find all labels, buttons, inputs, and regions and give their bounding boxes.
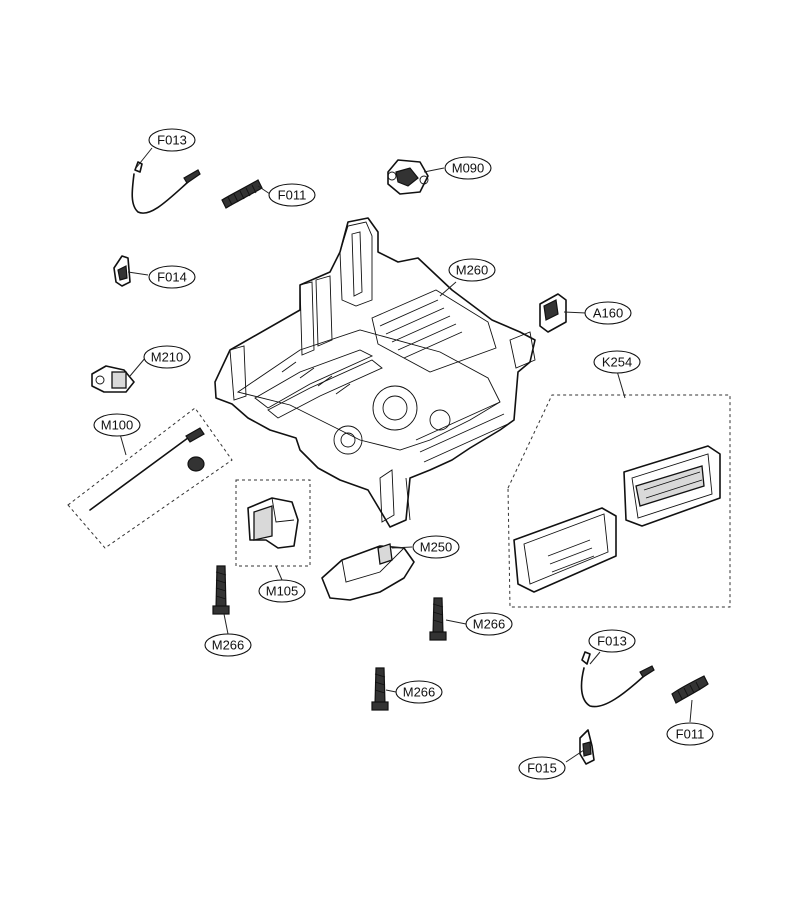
- callout-label-f014: F014: [157, 270, 187, 285]
- clip-part: [113, 255, 131, 287]
- callout-label-m105: M105: [266, 584, 299, 599]
- valve-cap-part: [387, 159, 429, 195]
- callout-f011-bottom: F011: [666, 722, 714, 746]
- bracket-part: [235, 479, 311, 567]
- callout-m266-mid: M266: [465, 612, 513, 636]
- rod-assembly-part: [67, 407, 233, 549]
- callout-label-f013-bottom: F013: [597, 634, 627, 649]
- screw-part-low: [371, 667, 389, 711]
- callout-m260: M260: [448, 258, 496, 282]
- callout-f014: F014: [148, 265, 196, 289]
- callout-f013-top: F013: [148, 128, 196, 152]
- callout-m090: M090: [444, 156, 492, 180]
- callout-label-m266-mid: M266: [473, 617, 506, 632]
- callout-m266-low: M266: [395, 680, 443, 704]
- spring-part-top: [221, 179, 263, 209]
- callout-m210: M210: [143, 345, 191, 369]
- callout-m105: M105: [258, 579, 306, 603]
- callout-a160: A160: [584, 301, 632, 325]
- screw-part-left: [212, 565, 230, 615]
- small-clip-part: [579, 729, 595, 765]
- spring-part-bottom: [671, 675, 709, 704]
- callout-label-m210: M210: [151, 350, 184, 365]
- float-switch-wire-part-bottom: [580, 651, 655, 708]
- pump-motor-part: [91, 365, 135, 393]
- connector-part: [539, 293, 567, 333]
- tray-bracket-part: [321, 543, 415, 601]
- callout-k254: K254: [593, 350, 641, 374]
- callout-m250: M250: [412, 535, 460, 559]
- callout-label-m266-low: M266: [403, 685, 436, 700]
- panel-kit-part: [507, 394, 731, 608]
- callout-label-f011-top: F011: [278, 188, 307, 203]
- callout-f015: F015: [518, 756, 566, 780]
- base-frame-part: [214, 217, 536, 528]
- callout-label-m260: M260: [456, 263, 489, 278]
- callout-label-f013-top: F013: [157, 133, 187, 148]
- callout-label-m250: M250: [420, 540, 453, 555]
- callout-m100: M100: [93, 413, 141, 437]
- callout-label-f011-bottom: F011: [676, 727, 705, 742]
- screw-part-mid: [429, 597, 447, 641]
- float-switch-wire-part-top: [131, 161, 201, 214]
- callout-label-m090: M090: [452, 161, 485, 176]
- callout-label-m100: M100: [101, 418, 134, 433]
- callout-f013-bottom: F013: [588, 629, 636, 653]
- callout-label-m266-left: M266: [212, 638, 245, 653]
- leader-lines: [119, 147, 693, 763]
- callout-label-k254: K254: [602, 355, 632, 370]
- callout-label-a160: A160: [593, 306, 623, 321]
- callout-label-f015: F015: [527, 761, 557, 776]
- callout-m266-left: M266: [204, 633, 252, 657]
- callout-f011-top: F011: [268, 183, 316, 207]
